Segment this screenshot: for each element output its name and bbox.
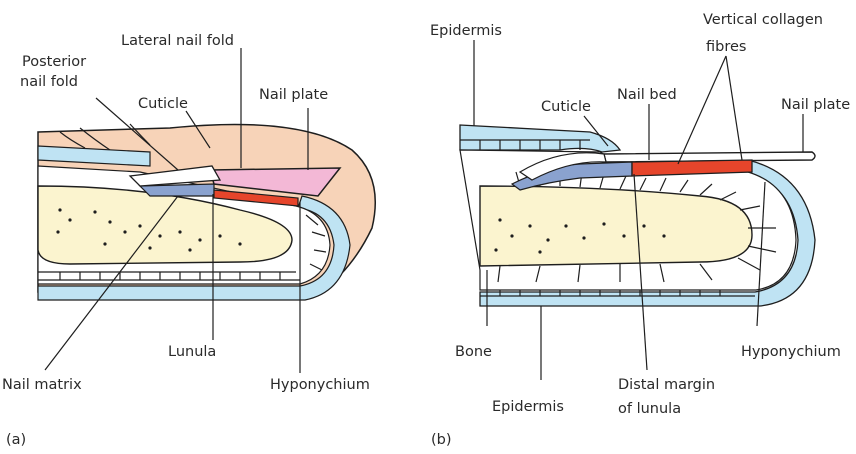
label-hyponychium-a: Hyponychium — [270, 377, 370, 393]
label-hyponychium-b: Hyponychium — [741, 344, 841, 360]
label-distal-margin-1: Distal margin — [618, 377, 715, 393]
label-vertical-collagen-1: Vertical collagen — [703, 12, 823, 28]
label-nail-plate-b: Nail plate — [781, 97, 850, 113]
panel-label-a: (a) — [6, 432, 26, 448]
label-lunula: Lunula — [168, 344, 216, 360]
label-vertical-collagen-2: fibres — [706, 39, 746, 55]
label-lateral-nail-fold: Lateral nail fold — [121, 33, 234, 49]
label-nail-bed: Nail bed — [617, 87, 677, 103]
label-epidermis-bottom: Epidermis — [492, 399, 564, 415]
label-nail-matrix: Nail matrix — [2, 377, 82, 393]
label-distal-margin-2: of lunula — [618, 401, 681, 417]
panel-label-b: (b) — [431, 432, 452, 448]
label-cuticle-b: Cuticle — [541, 99, 591, 115]
bone-b — [480, 186, 752, 266]
label-posterior-nail-fold-1: Posterior — [22, 54, 86, 70]
label-bone: Bone — [455, 344, 492, 360]
label-cuticle-a: Cuticle — [138, 96, 188, 112]
label-posterior-nail-fold-2: nail fold — [20, 74, 78, 90]
label-nail-plate-a: Nail plate — [259, 87, 328, 103]
label-epidermis-top: Epidermis — [430, 23, 502, 39]
